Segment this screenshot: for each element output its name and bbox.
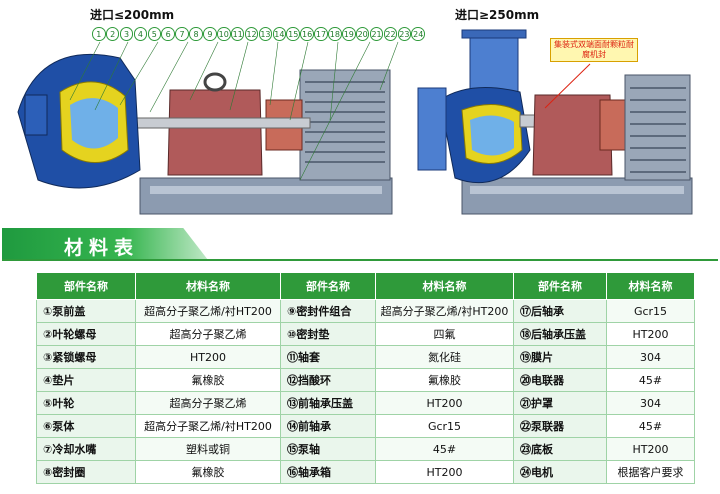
materials-table: 部件名称 材料名称 部件名称 材料名称 部件名称 材料名称 ①泵前盖 超高分子聚… (36, 272, 695, 484)
part-number: 22 (383, 27, 398, 41)
table-row: ⑤叶轮 超高分子聚乙烯 ⑬前轴承压盖 HT200 ㉑护罩 304 (36, 391, 695, 415)
part-name-cell: ⑬前轴承压盖 (280, 391, 376, 415)
table-row: ⑥泵体 超高分子聚乙烯/衬HT200 ⑭前轴承 Gcr15 ㉒泵联器 45# (36, 414, 695, 438)
part-number: 15 (286, 27, 300, 41)
part-number: 7 (175, 27, 189, 41)
left-base-frame (139, 177, 393, 215)
material-cell: 45# (606, 414, 695, 438)
part-number: 11 (230, 27, 245, 41)
material-cell: HT200 (135, 345, 281, 369)
table-row: ①泵前盖 超高分子聚乙烯/衬HT200 ⑨密封件组合 超高分子聚乙烯/衬HT20… (36, 299, 695, 323)
part-number: 3 (119, 27, 134, 41)
right-inlet-label: 进口≥250mm (455, 8, 540, 22)
part-number: 20 (355, 27, 370, 41)
part-number: 9 (203, 27, 217, 41)
part-number: 10 (217, 27, 231, 41)
part-name-cell: ①泵前盖 (36, 299, 136, 323)
material-cell: Gcr15 (606, 299, 695, 323)
left-motor (299, 69, 391, 181)
part-number: 23 (397, 27, 412, 41)
part-name-cell: ⑯轴承箱 (280, 460, 376, 484)
table-header-row: 部件名称 材料名称 部件名称 材料名称 部件名称 材料名称 (36, 272, 695, 300)
part-name-cell: ⑥泵体 (36, 414, 136, 438)
part-number-callouts: 1 2 3 4 5 6 7 8 9 10 11 12 13 14 15 16 1… (92, 27, 425, 41)
material-cell: 超高分子聚乙烯/衬HT200 (135, 299, 281, 323)
material-cell: 超高分子聚乙烯 (135, 391, 281, 415)
part-name-cell: ⑰后轴承 (513, 299, 607, 323)
material-cell: 四氟 (375, 322, 514, 346)
part-name-cell: ②叶轮螺母 (36, 322, 136, 346)
section-banner: 材料表 (2, 228, 208, 260)
material-cell: 根据客户要求 (606, 460, 695, 484)
part-name-cell: ㉑护罩 (513, 391, 607, 415)
material-cell: 氮化硅 (375, 345, 514, 369)
column-header: 部件名称 (36, 272, 136, 300)
part-number: 18 (328, 27, 342, 41)
material-cell: 304 (606, 391, 695, 415)
part-number: 14 (272, 27, 287, 41)
material-cell: 氟橡胶 (375, 368, 514, 392)
part-number: 24 (411, 27, 425, 41)
part-name-cell: ⑤叶轮 (36, 391, 136, 415)
table-row: ⑦冷却水嘴 塑料或铜 ⑮泵轴 45# ㉓底板 HT200 (36, 437, 695, 461)
part-name-cell: ⑪轴套 (280, 345, 376, 369)
material-cell: HT200 (375, 460, 514, 484)
column-header: 部件名称 (280, 272, 376, 300)
divider (2, 259, 718, 261)
material-cell: 超高分子聚乙烯 (135, 322, 281, 346)
material-cell: HT200 (606, 322, 695, 346)
part-name-cell: ⑧密封圈 (36, 460, 136, 484)
part-name-cell: ⑮泵轴 (280, 437, 376, 461)
part-name-cell: ⑲膜片 (513, 345, 607, 369)
table-row: ④垫片 氟橡胶 ⑫挡酸环 氟橡胶 ⑳电联器 45# (36, 368, 695, 392)
seal-callout: 集装式双端面耐颗粒耐腐机封 (550, 38, 638, 62)
material-cell: 超高分子聚乙烯/衬HT200 (135, 414, 281, 438)
part-name-cell: ③紧锁螺母 (36, 345, 136, 369)
part-number: 5 (147, 27, 162, 41)
part-name-cell: ⑫挡酸环 (280, 368, 376, 392)
pump-illustration (17, 29, 693, 215)
part-name-cell: ㉓底板 (513, 437, 607, 461)
column-header: 部件名称 (513, 272, 607, 300)
part-name-cell: ⑨密封件组合 (280, 299, 376, 323)
material-cell: HT200 (375, 391, 514, 415)
part-number: 8 (189, 27, 203, 41)
part-number: 6 (161, 27, 175, 41)
material-cell: HT200 (606, 437, 695, 461)
section-title: 材料表 (64, 237, 140, 259)
pump-cross-section-diagram: 进口≤200mm 进口≥250mm 1 2 3 4 5 6 7 8 9 10 1… (0, 0, 720, 222)
material-cell: 304 (606, 345, 695, 369)
table-row: ⑧密封圈 氟橡胶 ⑯轴承箱 HT200 ㉔电机 根据客户要求 (36, 460, 695, 484)
part-name-cell: ⑱后轴承压盖 (513, 322, 607, 346)
left-inlet-label: 进口≤200mm (90, 8, 175, 22)
part-number: 16 (300, 27, 314, 41)
material-cell: 氟橡胶 (135, 368, 281, 392)
part-number: 17 (314, 27, 328, 41)
material-cell: 超高分子聚乙烯/衬HT200 (375, 299, 514, 323)
column-header: 材料名称 (606, 272, 695, 300)
column-header: 材料名称 (375, 272, 514, 300)
table-row: ②叶轮螺母 超高分子聚乙烯 ⑩密封垫 四氟 ⑱后轴承压盖 HT200 (36, 322, 695, 346)
material-cell: 塑料或铜 (135, 437, 281, 461)
part-number: 19 (342, 27, 356, 41)
part-name-cell: ⑭前轴承 (280, 414, 376, 438)
part-name-cell: ㉔电机 (513, 460, 607, 484)
part-name-cell: ⑩密封垫 (280, 322, 376, 346)
column-header: 材料名称 (135, 272, 281, 300)
part-number: 21 (369, 27, 384, 41)
material-cell: 45# (606, 368, 695, 392)
part-number: 2 (105, 27, 120, 41)
table-row: ③紧锁螺母 HT200 ⑪轴套 氮化硅 ⑲膜片 304 (36, 345, 695, 369)
part-number: 4 (133, 27, 148, 41)
material-cell: Gcr15 (375, 414, 514, 438)
part-name-cell: ④垫片 (36, 368, 136, 392)
part-number: 1 (92, 27, 106, 41)
part-number: 13 (258, 27, 273, 41)
part-name-cell: ⑦冷却水嘴 (36, 437, 136, 461)
material-cell: 氟橡胶 (135, 460, 281, 484)
part-name-cell: ⑳电联器 (513, 368, 607, 392)
material-cell: 45# (375, 437, 514, 461)
part-number: 12 (244, 27, 259, 41)
part-name-cell: ㉒泵联器 (513, 414, 607, 438)
